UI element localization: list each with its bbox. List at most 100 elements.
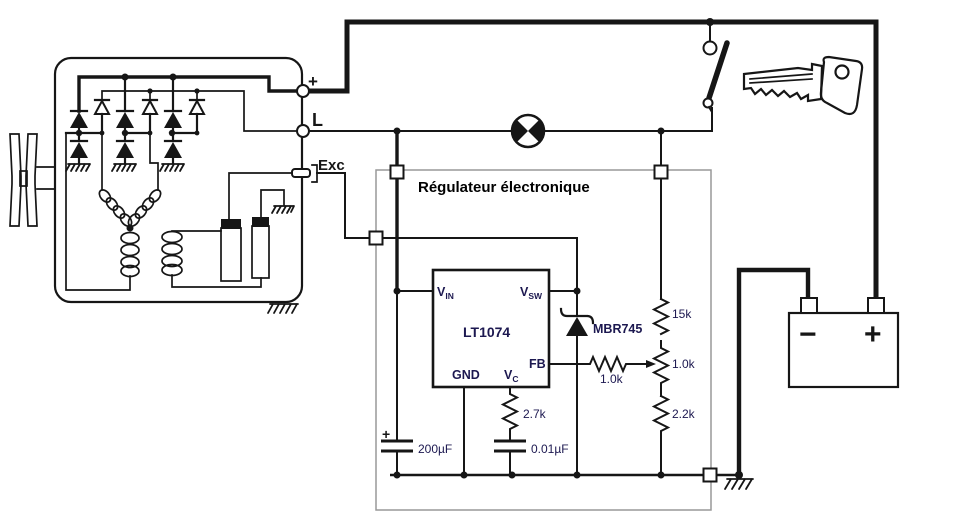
junction-dot: [508, 471, 516, 479]
pulley: [9, 133, 56, 227]
junction-dot: [75, 129, 83, 137]
mbr745-diode: MBR745: [559, 290, 642, 476]
capacitor-200u-polarity: +: [382, 426, 390, 442]
key-head: [819, 55, 864, 116]
input-capacitor: + 200µF: [381, 426, 452, 456]
terminal-square-sense: [653, 164, 669, 180]
terminal-l-label: L: [312, 110, 323, 130]
mbr745-label: MBR745: [593, 322, 642, 336]
rectifier-diodes: [69, 109, 183, 165]
key-blade: [742, 62, 824, 103]
junction-dot: [573, 287, 581, 295]
pin-vsw-label: VSW: [520, 285, 543, 301]
junction-dot: [147, 130, 153, 136]
resistor-2k7-label: 2.7k: [523, 407, 547, 421]
terminal-square-exc: [368, 230, 384, 246]
wire-battery-minus-cable: [736, 267, 811, 478]
capacitor-0u01-label: 0.01µF: [531, 442, 569, 456]
junction-dot: [706, 18, 714, 26]
ground-symbol: [65, 163, 91, 172]
terminal-plus-post: [296, 84, 310, 98]
battery-minus-post: [800, 297, 818, 314]
vc-network: 2.7k 0.01µF: [494, 386, 569, 476]
junction-dot: [573, 471, 581, 479]
pot-wiper-arrow: [646, 360, 656, 368]
pin-fb-label: FB: [529, 357, 546, 371]
potentiometer-1k: [651, 340, 671, 397]
brushes: [220, 172, 295, 282]
junction-dot: [657, 127, 665, 135]
pin-vin-label: VIN: [437, 285, 454, 301]
junction-dot: [194, 130, 200, 136]
fb-resistor: 1.0k: [548, 354, 656, 386]
brush-left-cap: [221, 219, 241, 229]
stator-windings: [65, 132, 162, 291]
junction-dot: [169, 73, 177, 81]
lt1074-ic: VIN VSW FB GND VC LT1074: [431, 268, 551, 389]
pulley-shaft: [36, 166, 56, 190]
resistor-15k: [651, 297, 671, 336]
resistor-2k2: [651, 394, 671, 476]
brush-right: [251, 225, 270, 279]
resistor-2k7: [500, 386, 520, 476]
ground-symbol: [111, 163, 137, 172]
potentiometer-1k-label: 1.0k: [672, 357, 696, 371]
terminal-square-ground: [702, 467, 718, 483]
terminal-exc-plug: [291, 168, 311, 178]
pin-gnd-label: GND: [452, 368, 480, 382]
rotor-field-coil: [161, 230, 262, 288]
case-ground-symbol: [267, 303, 299, 314]
terminal-l-post: [296, 124, 310, 138]
junction-dot: [126, 224, 134, 232]
battery: − +: [787, 297, 900, 389]
junction-dot: [168, 129, 176, 137]
wire-plus-cable: [306, 19, 879, 94]
key-groove: [749, 73, 813, 84]
junction-dot: [393, 127, 401, 135]
capacitor-0u01: [494, 439, 526, 453]
pulley-left-flange: [9, 133, 22, 227]
alternator-case: [53, 56, 304, 304]
junction-dot: [194, 88, 200, 94]
junction-dot: [121, 73, 129, 81]
pulley-hub: [19, 170, 28, 187]
battery-body: [787, 311, 900, 389]
resistor-2k2-label: 2.2k: [672, 407, 696, 421]
terminal-plus-label: +: [308, 72, 318, 91]
stator-return-wire: [65, 132, 131, 291]
junction-dot: [460, 471, 468, 479]
battery-minus-label: −: [799, 318, 817, 351]
fb-resistor-label: 1.0k: [600, 372, 624, 386]
terminal-square-vin: [389, 164, 405, 180]
key-hole: [834, 64, 850, 80]
battery-plus-label: +: [864, 318, 882, 351]
junction-dot: [99, 130, 105, 136]
ignition-key: [742, 55, 864, 116]
wire-lamp-line: [308, 107, 713, 132]
junction-dot: [657, 471, 665, 479]
wire-vsw-to-exc: [382, 237, 578, 292]
wire-brush-to-exc: [228, 172, 293, 220]
wire-brush-to-ground: [260, 189, 285, 218]
junction-dots: [75, 18, 743, 479]
junction-dot: [121, 129, 129, 137]
junction-dot: [735, 471, 743, 479]
junction-dot: [393, 287, 401, 295]
ground-symbol: [271, 205, 295, 214]
aux-diodes: [93, 98, 206, 135]
junction-dot: [147, 88, 153, 94]
resistor-15k-label: 15k: [672, 307, 692, 321]
pin-vc-label: VC: [504, 368, 518, 384]
wire-diode-stubs: [123, 75, 175, 113]
terminal-exc-label: Exc: [318, 157, 345, 174]
divider-chain: 15k 1.0k 2.2k: [651, 297, 696, 476]
pulley-right-flange: [25, 133, 38, 227]
brush-right-cap: [252, 217, 269, 227]
warning-lamp: [510, 113, 546, 149]
switch-lever: [706, 40, 730, 101]
terminal-exc-bracket: [311, 164, 318, 183]
regulator-title: Régulateur électronique: [418, 179, 590, 196]
ground-symbol: [159, 163, 185, 172]
